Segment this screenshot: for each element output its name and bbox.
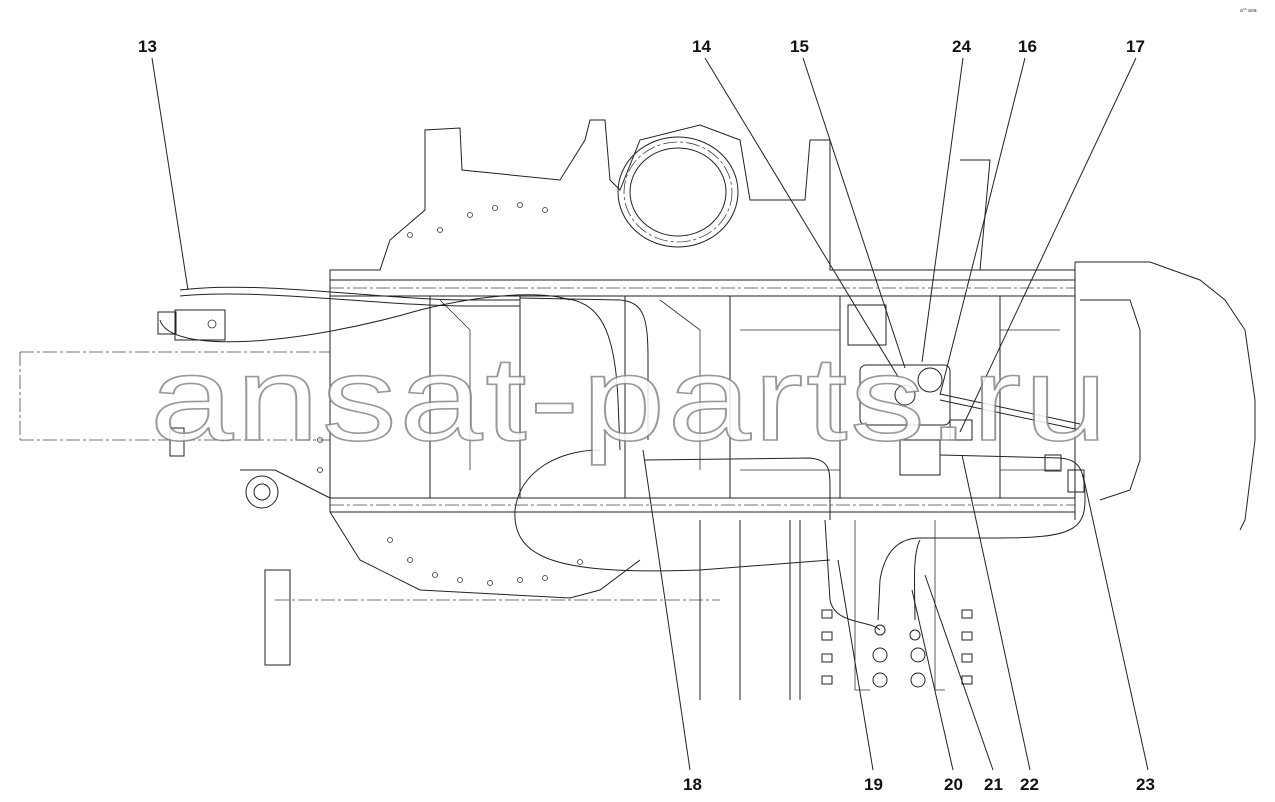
pivot-boss (245, 475, 279, 509)
callout-17: 17 (1126, 37, 1145, 56)
callout-23: 23 (1136, 775, 1155, 794)
callout-19: 19 (864, 775, 883, 794)
callout-16: 16 (1018, 37, 1037, 56)
bolt-holes (317, 202, 583, 586)
callout-18: 18 (683, 775, 702, 794)
callout-21: 21 (984, 775, 1003, 794)
callout-labels: 13 14 15 24 16 17 18 19 20 21 22 23 (138, 37, 1155, 794)
watermark: ansat-parts.ru (150, 332, 1110, 466)
callout-13: 13 (138, 37, 157, 56)
callout-15: 15 (790, 37, 809, 56)
frame-outline (19, 119, 1256, 700)
callout-22: 22 (1020, 775, 1039, 794)
corner-mark: a°° aoa (1240, 8, 1257, 14)
leader-lines (151, 57, 1149, 771)
callout-24: 24 (952, 37, 971, 56)
callout-20: 20 (944, 775, 963, 794)
slewing-ring (617, 136, 739, 248)
fittings-column (821, 609, 973, 688)
callout-14: 14 (692, 37, 711, 56)
